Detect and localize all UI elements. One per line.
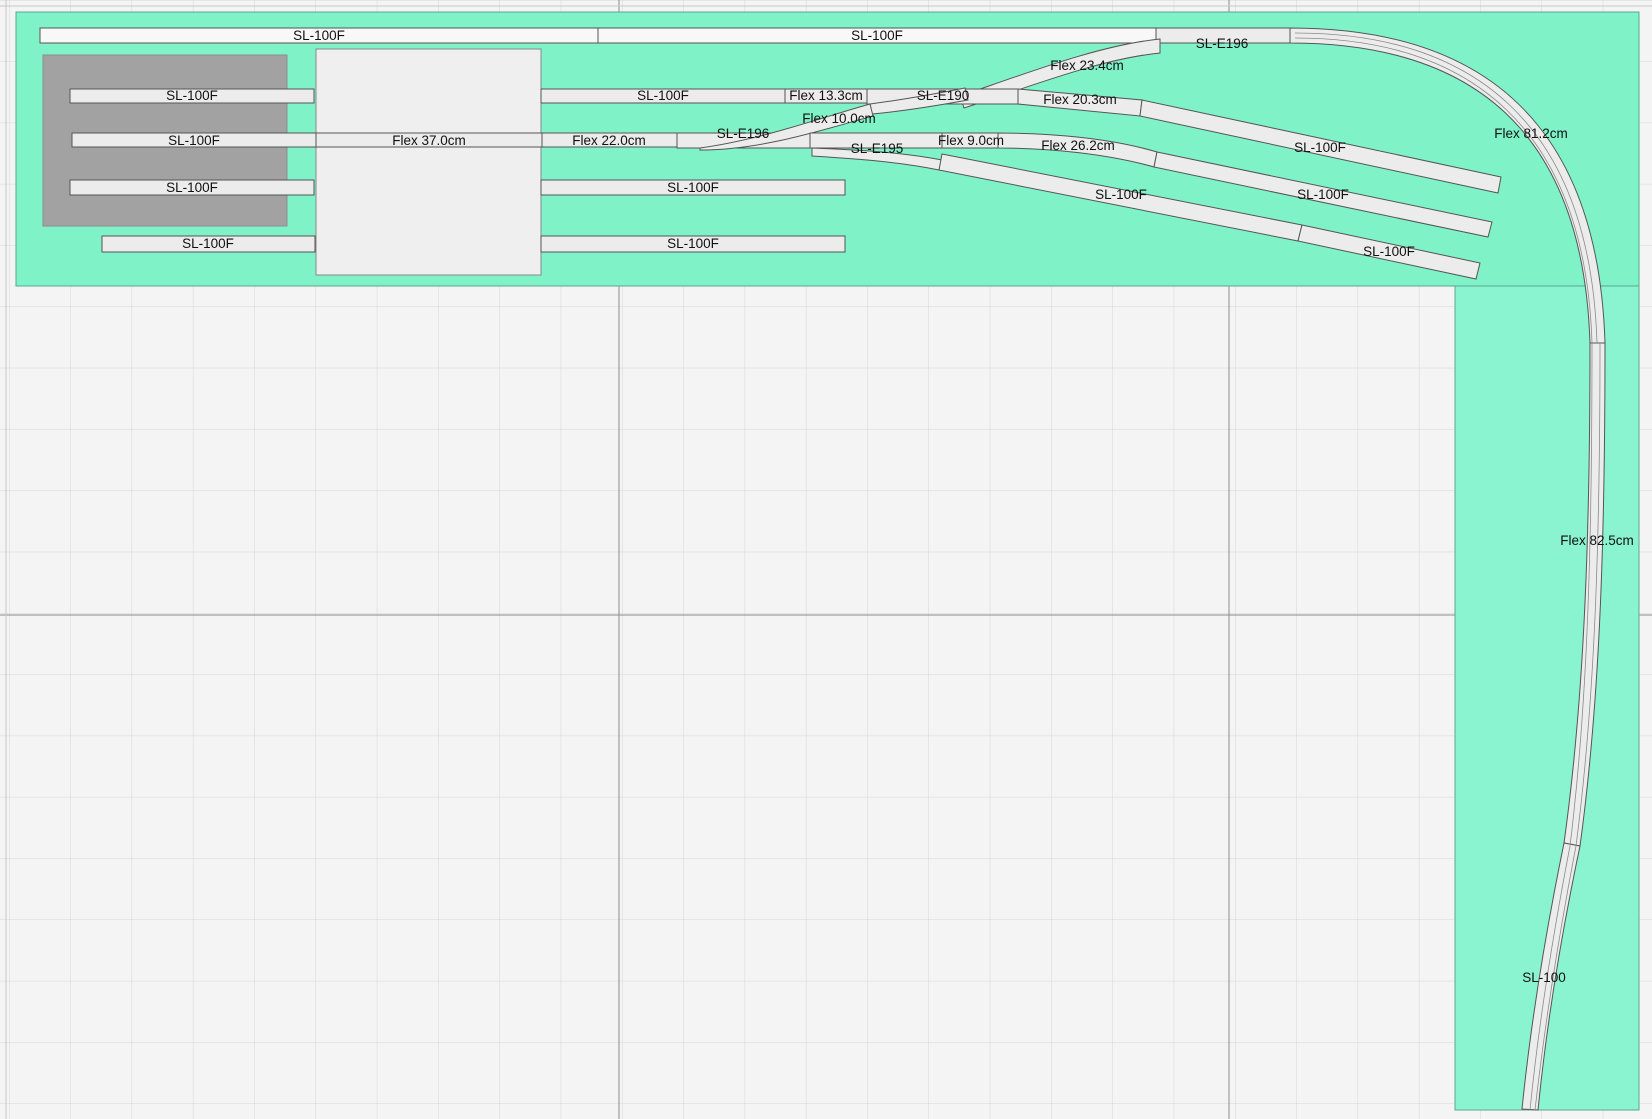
label-diag-mid-2: SL-100F <box>1095 187 1147 202</box>
label-flex-13-3: Flex 13.3cm <box>789 88 863 103</box>
track-flex-10-0[interactable] <box>699 103 874 151</box>
label-siding3-right: SL-100F <box>667 180 719 195</box>
label-flex-22-0: Flex 22.0cm <box>572 133 646 148</box>
label-diag-mid-1: SL-100F <box>1297 187 1349 202</box>
label-sle196-mid: SL-E196 <box>717 126 770 141</box>
label-siding4-right: SL-100F <box>667 236 719 251</box>
track-diag-lower[interactable] <box>1297 224 1481 280</box>
label-flex-81-2: Flex 81.2cm <box>1494 126 1568 141</box>
label-flex-82-5: Flex 82.5cm <box>1560 533 1634 548</box>
label-top-left: SL-100F <box>293 28 345 43</box>
track-siding1-left[interactable] <box>69 88 315 104</box>
track-diag-mid-1[interactable] <box>1153 151 1493 238</box>
label-sle190: SL-E190 <box>917 88 970 103</box>
track-siding3-right[interactable] <box>540 179 846 196</box>
track-sl100-bottom[interactable] <box>1521 842 1581 1111</box>
label-siding4-left: SL-100F <box>182 236 234 251</box>
label-flex-37-0: Flex 37.0cm <box>392 133 466 148</box>
track-labels: SL-100F SL-100F SL-E196 Flex 23.4cm SL-1… <box>166 28 1634 985</box>
label-flex-10-0: Flex 10.0cm <box>802 111 876 126</box>
label-flex-20-3: Flex 20.3cm <box>1043 92 1117 107</box>
label-top-mid: SL-100F <box>851 28 903 43</box>
track-siding3-left[interactable] <box>69 179 315 196</box>
track-diag-upper[interactable] <box>1139 99 1502 194</box>
building-light <box>315 48 542 276</box>
label-flex-9-0: Flex 9.0cm <box>938 133 1004 148</box>
label-flex-23-4: Flex 23.4cm <box>1050 58 1124 73</box>
rail-lines <box>1294 32 1601 1111</box>
label-siding1-left: SL-100F <box>166 88 218 103</box>
label-top-sle196: SL-E196 <box>1196 36 1249 51</box>
track-siding4-left[interactable] <box>101 235 316 253</box>
label-diag-lower: SL-100F <box>1363 244 1415 259</box>
track-sle190-branch[interactable] <box>869 87 969 115</box>
label-siding1-right: SL-100F <box>637 88 689 103</box>
label-diag-upper: SL-100F <box>1294 140 1346 155</box>
label-sle195: SL-E195 <box>851 141 904 156</box>
track-siding4-right[interactable] <box>540 235 846 253</box>
label-siding2-left: SL-100F <box>168 133 220 148</box>
label-sl100-bottom: SL-100 <box>1522 970 1566 985</box>
label-siding3-left: SL-100F <box>166 180 218 195</box>
track-layer <box>39 27 1606 1111</box>
label-flex-26-2: Flex 26.2cm <box>1041 138 1115 153</box>
